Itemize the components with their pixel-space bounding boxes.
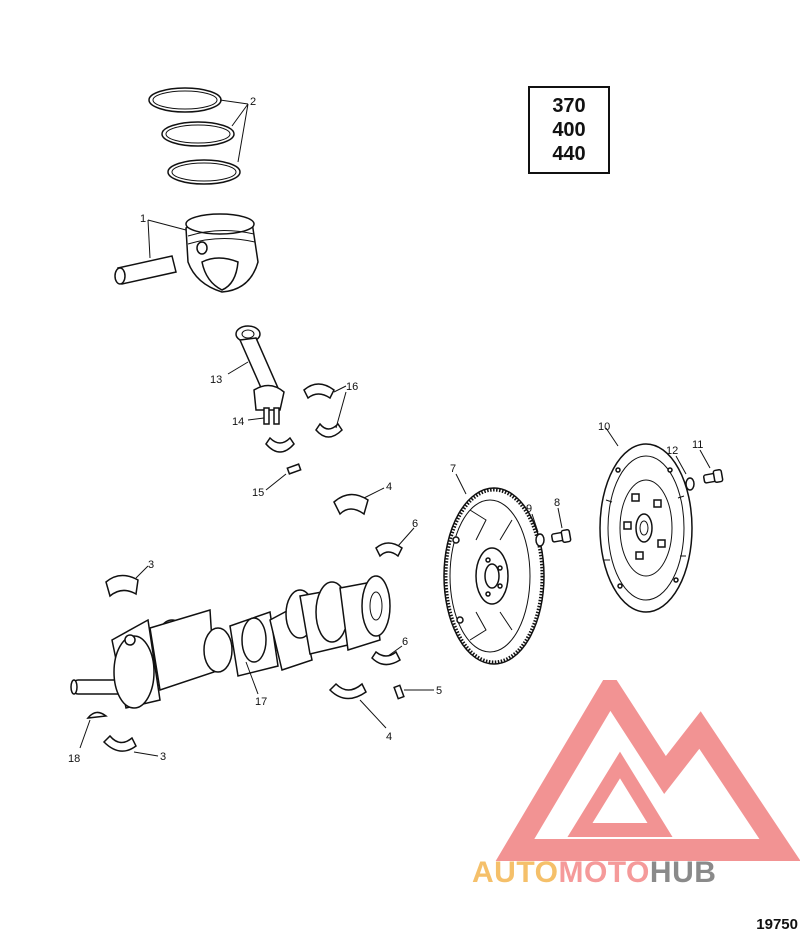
model-400: 400 (552, 119, 586, 141)
flywheel-icon (443, 487, 545, 665)
callout-8: 8 (554, 497, 560, 509)
callout-1: 1 (140, 213, 146, 225)
bearing-shell-icon (333, 493, 403, 558)
model-440: 440 (552, 143, 586, 165)
washer-icon (685, 477, 695, 491)
callout-15: 15 (252, 487, 264, 499)
callout-17: 17 (255, 696, 267, 708)
washer-icon (535, 533, 545, 547)
watermark-logo-icon (495, 680, 800, 861)
callout-18: 18 (68, 753, 80, 765)
crankshaft-icon (70, 575, 391, 709)
coupler-disc-icon (599, 443, 693, 613)
piston-icon (185, 213, 259, 293)
engine-model-box: 370 400 440 (528, 86, 610, 174)
callout-3b: 3 (160, 751, 166, 763)
callout-6b: 6 (402, 636, 408, 648)
bearing-shell-icon (328, 682, 367, 700)
connecting-rod-icon (235, 325, 285, 411)
callout-4: 4 (386, 481, 392, 493)
callout-3: 3 (148, 559, 154, 571)
callout-16: 16 (346, 381, 358, 393)
watermark-auto: AUTO (472, 856, 559, 889)
bearing-shell-icon (371, 650, 401, 666)
callout-12: 12 (666, 445, 678, 457)
piston-pin-icon (114, 255, 177, 285)
woodruff-key-icon (86, 711, 108, 719)
bolt-icon (702, 468, 724, 484)
model-370: 370 (552, 95, 586, 117)
bearing-shell-icon (102, 734, 137, 752)
bolt-icon (263, 407, 280, 425)
bearing-shell-icon (105, 574, 139, 598)
callout-11: 11 (692, 439, 703, 451)
callout-14: 14 (232, 416, 244, 428)
callout-13: 13 (210, 374, 222, 386)
key-icon (393, 684, 405, 700)
callout-5: 5 (436, 685, 442, 697)
dowel-pin-icon (286, 463, 302, 475)
bearing-shell-icon (265, 383, 343, 453)
callout-4b: 4 (386, 731, 392, 743)
callout-10: 10 (598, 421, 610, 433)
figure-number: 19750 (756, 916, 798, 933)
callout-7: 7 (450, 463, 456, 475)
callout-9: 9 (526, 503, 532, 515)
piston-ring-icon (148, 87, 241, 185)
callout-2: 2 (250, 96, 256, 108)
bolt-icon (550, 528, 572, 544)
callout-6: 6 (412, 518, 418, 530)
watermark-hub: HUB (649, 856, 717, 889)
watermark-text: AUTOMOTOHUB (472, 856, 716, 890)
watermark-moto: MOTO (558, 856, 650, 889)
